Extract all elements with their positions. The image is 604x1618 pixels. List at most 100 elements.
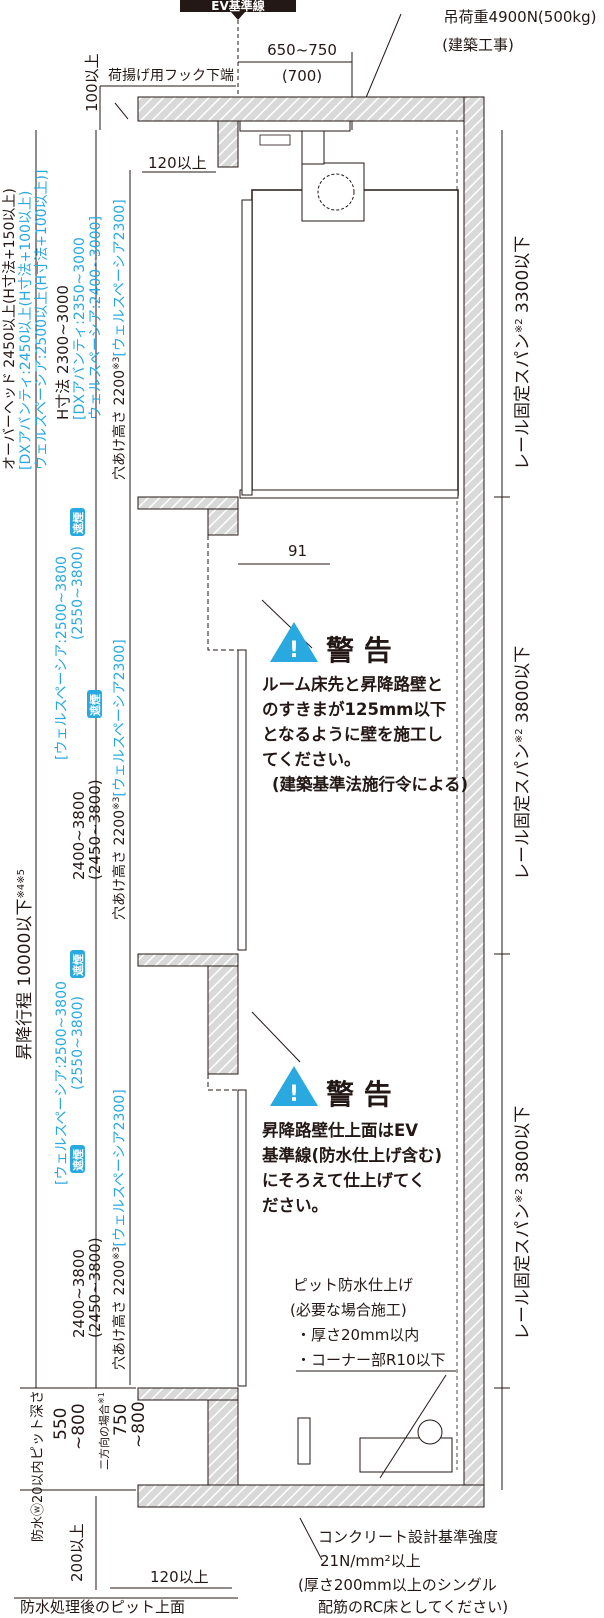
car-floor	[239, 489, 459, 499]
floor3-smoke-badge-2	[70, 950, 85, 978]
gap-91-label: 91	[288, 542, 307, 560]
floor2-ws-range-alt: (2550~3800)	[70, 546, 86, 640]
floor2-height: 2400~3800	[70, 791, 88, 880]
top-gap-120-label: 120以上	[148, 154, 207, 172]
concrete-line1: コンクリート設計基準強度	[318, 1528, 498, 1546]
pit-note-line-1: (必要な場合施工)	[290, 1301, 407, 1319]
slab-label: 200以上	[68, 1523, 86, 1582]
pit-buffer	[297, 1417, 311, 1465]
pit-two-way: 二方向の場合※1	[97, 1392, 111, 1470]
hook-width-label: 650~750	[267, 41, 337, 59]
floor2-slab	[137, 953, 239, 967]
floor3-height-alt: (2450~3800)	[86, 1237, 104, 1338]
floor2-ws-range: [ウェルスペーシア:2500~3800	[54, 556, 70, 760]
pit-governor	[359, 1437, 453, 1473]
pit-gap-120: 120以上	[150, 1568, 209, 1586]
pit-bottom-label: 防水処理後のピット上面	[20, 1598, 185, 1616]
hook-block	[301, 129, 325, 165]
h-size-dx: [DXアバンティ:2350~3000	[72, 237, 88, 420]
overhead-line2: [DXアバンティ:2450以上(H寸法+100以上)	[18, 191, 34, 470]
hook-width-std-label: (700)	[282, 67, 322, 85]
pit-slab	[137, 1484, 485, 1508]
floor2-smoke-badge-1	[87, 690, 102, 718]
sheave	[317, 173, 355, 211]
warning1-line-3: てください。	[262, 750, 361, 769]
overhead-line3: ウェルスペーシア:2500以上(H寸法+100以上)]	[34, 170, 50, 470]
top-clearance-diag	[114, 102, 129, 120]
concrete-line2: 21N/mm²以上	[320, 1552, 421, 1570]
floor2-smoke-badge-2-text: 遮煙	[71, 512, 85, 534]
travel-label: 昇降行程 10000以下※4※5	[15, 869, 35, 1060]
left-wall-floor2	[207, 953, 239, 1075]
car-body	[251, 189, 459, 496]
warning1-block: ! 警 告 ルーム床先と昇降路壁と のすきまが125mm以下 となるように壁を施…	[262, 622, 468, 794]
pit-note-line-3: ・コーナー部R10以下	[296, 1351, 446, 1369]
floor3-ws-range: [ウェルスペーシア:2500~3800	[54, 981, 70, 1185]
warning1-line-2: となるように壁を施工し	[262, 724, 443, 744]
pit-note-line-0: ピット防水仕上げ	[293, 1276, 413, 1294]
warning2-line-1: 基準線(防水仕上げ含む)	[262, 1145, 442, 1165]
warning2-title: 警 告	[326, 1078, 392, 1111]
hook-beam	[239, 120, 351, 132]
span2-label: レール固定スパン※2 3800以下	[513, 646, 533, 880]
hook-label: 荷揚げ用フック下端	[108, 67, 234, 84]
pit-depth-label: ピット深さ	[30, 1390, 46, 1460]
wall-dash-2	[207, 1074, 240, 1091]
opening2-label: 穴あけ高さ 2200※3[ウェルスペーシア2300]	[111, 639, 128, 920]
floor3-smoke-badge-1	[70, 1145, 85, 1173]
overhead-line1: オーバーヘッド 2450以上(H寸法+150以上)	[2, 188, 18, 470]
concrete-leader	[299, 1517, 323, 1561]
pit-depth-1: 550	[51, 1408, 71, 1440]
opening3-label: 穴あけ高さ 2200※3[ウェルスペーシア2300]	[111, 1089, 128, 1370]
floor3-height: 2400~3800	[70, 1249, 88, 1338]
traction-machine	[301, 162, 365, 222]
warning1-line-0: ルーム床先と昇降路壁と	[262, 674, 443, 694]
pit-depth-2: ~800	[69, 1403, 89, 1450]
warning1-icon	[270, 622, 318, 662]
ev-base-tag	[180, 0, 296, 12]
pit-note-line-2: ・厚さ20mm以内	[296, 1326, 419, 1344]
floor2-smoke-badge-1-text: 遮煙	[88, 694, 102, 716]
opening1-label: 穴あけ高さ 2200※3[ウェルスペーシア2300]	[111, 199, 128, 480]
warning1-line-1: のすきまが125mm以下	[262, 699, 446, 719]
floor3-ws-range-alt: (2550~3800)	[70, 996, 86, 1090]
pit-left-slab	[137, 1387, 239, 1401]
concrete-line4: 配筋のRC床としてください)	[318, 1598, 508, 1616]
floor2-height-alt: (2450~3800)	[86, 779, 104, 880]
landing-door-1	[237, 649, 247, 951]
floor3-smoke-badge-2-text: 遮煙	[71, 954, 85, 976]
load-leader	[359, 13, 402, 113]
ev-base-label: EV基準線	[211, 0, 265, 13]
span1-label: レール固定スパン※2 3300以下	[513, 236, 533, 470]
left-wall-pit	[207, 1387, 239, 1486]
warning2-block: ! 警 告 昇降路壁仕上面はEV 基準線(防水仕上げ含む) にそろえて仕上げてく…	[262, 1066, 442, 1215]
ev-base-arrow	[231, 12, 245, 20]
span3-label: レール固定スパン※2 3800以下	[513, 1106, 533, 1340]
h-size-label: H寸法 2300~3000	[54, 285, 72, 420]
warning2-icon	[270, 1066, 318, 1106]
warning2-line-3: ださい。	[262, 1196, 328, 1215]
construction-label: (建築工事)	[442, 36, 514, 54]
concrete-line3: (厚さ200mm以上のシングル	[298, 1576, 497, 1594]
pit-tension-sheave	[417, 1419, 443, 1445]
warning2-pointer	[251, 1011, 301, 1063]
pit-note-leader	[379, 1374, 447, 1479]
left-wall-top	[217, 120, 239, 168]
waterproof-label: 防水ⓦ20以内	[30, 1460, 46, 1542]
top-slab	[137, 96, 485, 122]
landing-door-2	[237, 1089, 247, 1387]
warning2-line-2: にそろえて仕上げてく	[262, 1170, 425, 1190]
car-door	[241, 199, 253, 496]
top-clearance-label: 100以上	[83, 53, 101, 112]
warning1-line-4: (建築基準法施行令による)	[272, 774, 468, 794]
h-size-ws: ウェルスペーシア:2400~3000]	[88, 216, 104, 420]
pit-depth-3: 750	[111, 1404, 131, 1436]
warning2-icon-mark: !	[289, 1082, 299, 1107]
pit-depth-4: ~800	[129, 1401, 149, 1448]
load-label: 吊荷重4900N(500kg)	[444, 8, 597, 26]
floor2-smoke-badge-2	[70, 508, 85, 536]
warning1-icon-mark: !	[289, 638, 299, 663]
floor3-smoke-badge-1-text: 遮煙	[71, 1149, 85, 1171]
warning1-title: 警 告	[326, 634, 392, 667]
